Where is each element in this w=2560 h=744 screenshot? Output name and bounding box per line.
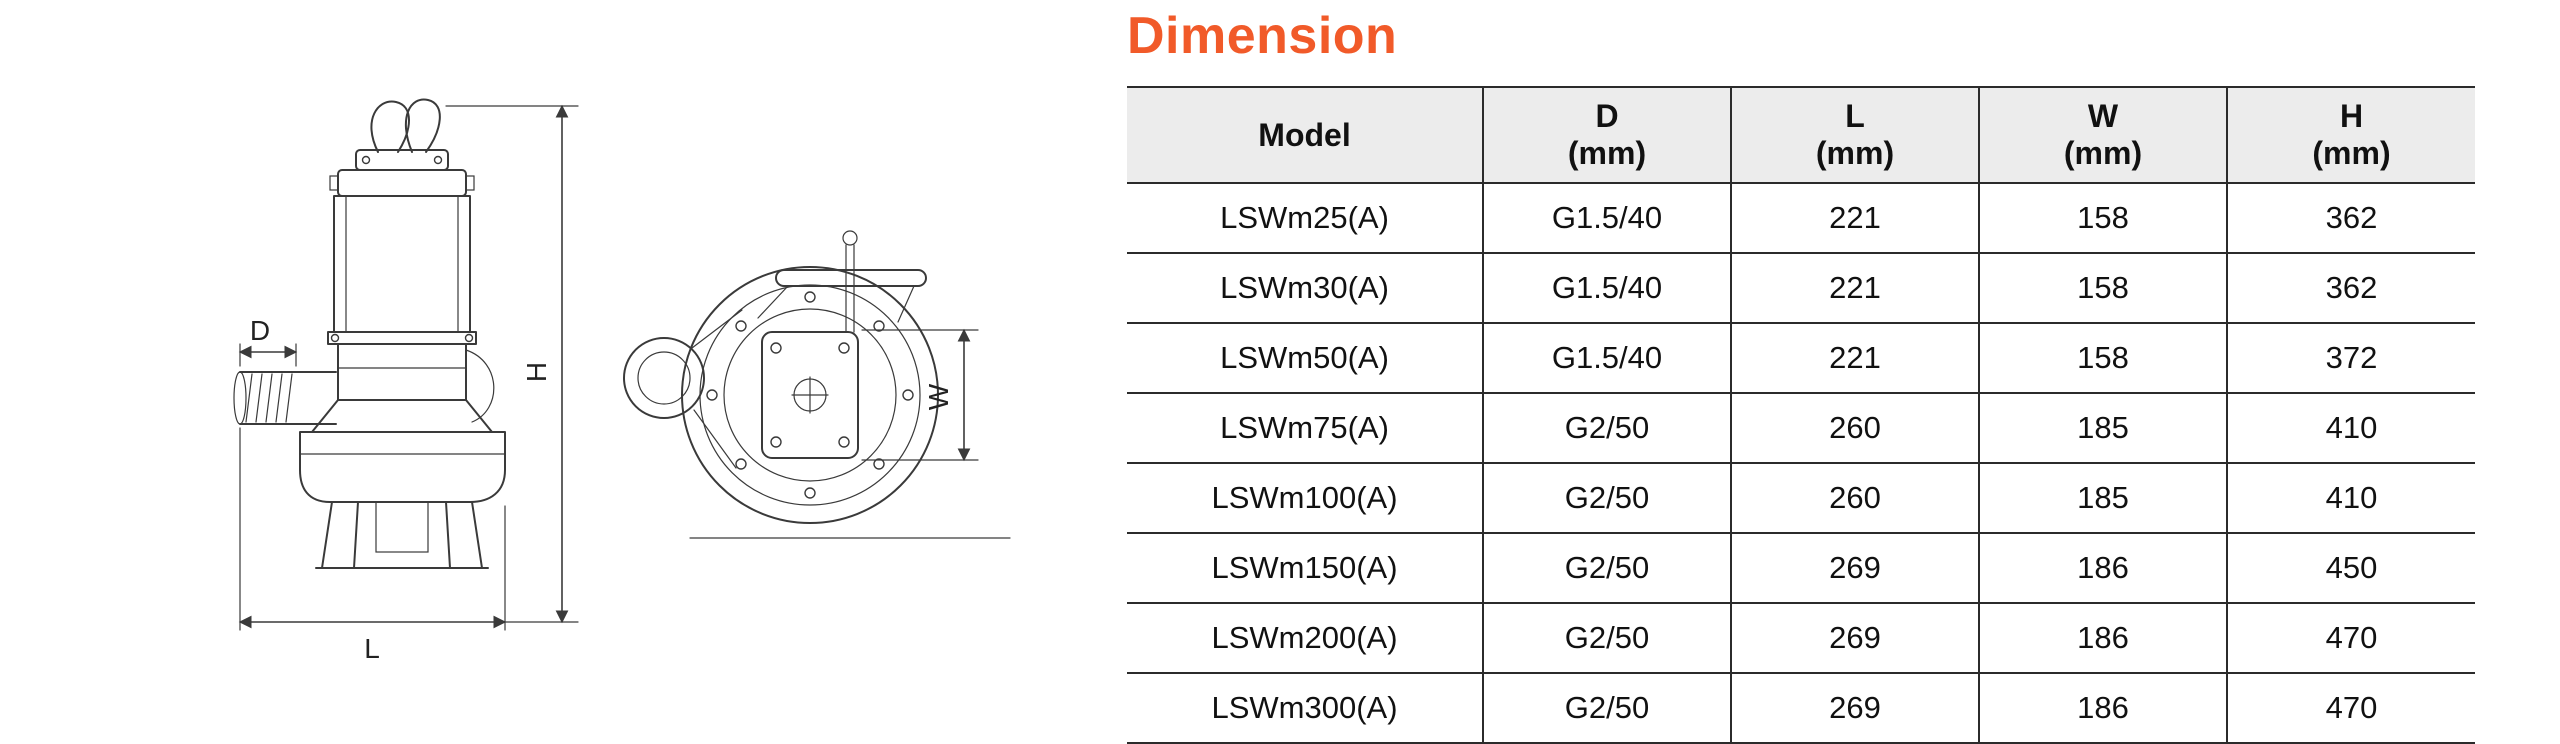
table-header-row: Model D(mm) L(mm) W(mm) H(mm) [1127, 87, 2475, 184]
dimension-w-label: W [923, 383, 954, 410]
cell-h: 410 [2226, 392, 2475, 463]
cell-w: 158 [1978, 322, 2227, 393]
cell-model: LSWm30(A) [1127, 252, 1483, 323]
table-header-h: H(mm) [2226, 87, 2475, 184]
pump-drawing-svg: D L H [233, 98, 1011, 664]
header-h-line2: (mm) [2312, 135, 2391, 171]
dimension-h: H [445, 104, 579, 624]
cell-d: G1.5/40 [1482, 182, 1731, 253]
cell-h: 372 [2226, 322, 2475, 393]
cell-model: LSWm300(A) [1127, 672, 1483, 743]
header-w-line1: W [2087, 98, 2119, 135]
cell-d: G2/50 [1482, 462, 1731, 533]
dimension-h-label: H [521, 362, 552, 382]
cell-l: 269 [1730, 532, 1979, 603]
cell-h: 362 [2226, 252, 2475, 323]
cell-l: 260 [1730, 462, 1979, 533]
datasheet-page: { "page": { "title": "Dimension" }, "col… [0, 0, 2475, 744]
table-row: LSWm100(A) G2/50 260 185 410 [1127, 462, 2475, 533]
cell-h: 470 [2226, 602, 2475, 673]
dimension-d: D [238, 315, 298, 367]
cell-model: LSWm100(A) [1127, 462, 1483, 533]
cell-model: LSWm50(A) [1127, 322, 1483, 393]
cell-model: LSWm25(A) [1127, 182, 1483, 253]
header-l-line1: L [1845, 98, 1865, 135]
cell-l: 221 [1730, 182, 1979, 253]
cell-d: G2/50 [1482, 392, 1731, 463]
table-row: LSWm25(A) G1.5/40 221 158 362 [1127, 182, 2475, 253]
cell-d: G2/50 [1482, 532, 1731, 603]
cell-model: LSWm200(A) [1127, 602, 1483, 673]
dimension-table: Model D(mm) L(mm) W(mm) H(mm) LSWm25(A) … [1127, 86, 2475, 744]
cell-h: 470 [2226, 672, 2475, 743]
header-d-line2: (mm) [1567, 135, 1647, 171]
cell-h: 450 [2226, 532, 2475, 603]
pump-top-view [623, 230, 1011, 539]
table-row: LSWm75(A) G2/50 260 185 410 [1127, 392, 2475, 463]
dimension-d-label: D [250, 315, 270, 346]
table-row: LSWm150(A) G2/50 269 186 450 [1127, 532, 2475, 603]
header-model-line1: Model [1258, 116, 1351, 153]
cell-h: 362 [2226, 182, 2475, 253]
cell-model: LSWm75(A) [1127, 392, 1483, 463]
cell-l: 269 [1730, 672, 1979, 743]
dimension-l: L [238, 427, 507, 664]
cell-d: G1.5/40 [1482, 252, 1731, 323]
cell-w: 158 [1978, 182, 2227, 253]
header-l-line2: (mm) [1815, 135, 1895, 171]
cell-l: 221 [1730, 322, 1979, 393]
table-header-w: W(mm) [1978, 87, 2227, 184]
pump-technical-drawing: D L H [0, 0, 1100, 722]
table-header-d: D(mm) [1482, 87, 1731, 184]
cell-d: G2/50 [1482, 602, 1731, 673]
table-row: LSWm30(A) G1.5/40 221 158 362 [1127, 252, 2475, 323]
table-header-model: Model [1127, 87, 1483, 184]
cell-l: 269 [1730, 602, 1979, 673]
dimension-w: W [861, 328, 979, 462]
cell-l: 260 [1730, 392, 1979, 463]
cell-d: G2/50 [1482, 672, 1731, 743]
dimension-l-label: L [364, 633, 380, 664]
cell-w: 186 [1978, 672, 2227, 743]
page-title: Dimension [1127, 7, 1398, 65]
cell-l: 221 [1730, 252, 1979, 323]
cell-w: 158 [1978, 252, 2227, 323]
table-row: LSWm200(A) G2/50 269 186 470 [1127, 602, 2475, 673]
cell-w: 185 [1978, 392, 2227, 463]
table-row: LSWm300(A) G2/50 269 186 470 [1127, 672, 2475, 743]
table-row: LSWm50(A) G1.5/40 221 158 372 [1127, 322, 2475, 393]
cell-w: 186 [1978, 532, 2227, 603]
table-header-l: L(mm) [1730, 87, 1979, 184]
header-w-line2: (mm) [2063, 135, 2143, 171]
header-h-line1: H [2339, 98, 2364, 135]
cell-model: LSWm150(A) [1127, 532, 1483, 603]
cell-d: G1.5/40 [1482, 322, 1731, 393]
cell-w: 185 [1978, 462, 2227, 533]
header-d-line1: D [1595, 98, 1619, 135]
cell-w: 186 [1978, 602, 2227, 673]
cell-h: 410 [2226, 462, 2475, 533]
pump-side-view [233, 98, 506, 569]
